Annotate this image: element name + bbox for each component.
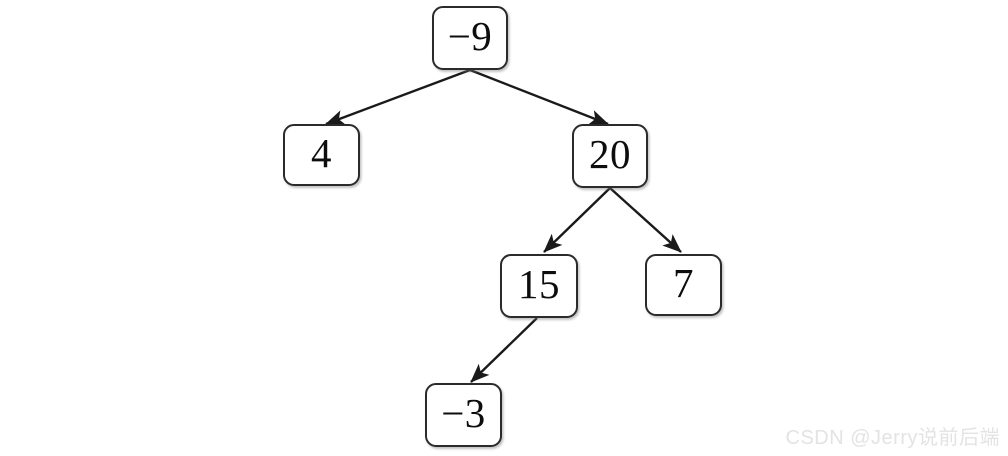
- edge-root-to-left: [325, 68, 471, 126]
- tree-node-label: −9: [447, 13, 493, 59]
- tree-node-label: 15: [518, 261, 560, 307]
- tree-node-label: −3: [441, 390, 486, 436]
- edge-20-to-15: [543, 187, 611, 253]
- tree-node-20: 20: [572, 124, 648, 188]
- tree-node-label: 7: [673, 260, 694, 306]
- tree-edges: [325, 68, 682, 383]
- tree-node-minus3: −3: [425, 383, 502, 447]
- edge-20-to-7: [609, 187, 682, 253]
- tree-node-7: 7: [645, 254, 722, 316]
- tree-node-label: 4: [311, 130, 332, 176]
- csdn-watermark: CSDN @Jerry说前后端: [785, 427, 1000, 449]
- tree-node-label: 20: [589, 131, 631, 177]
- tree-node-4: 4: [283, 124, 360, 186]
- edge-15-to-minus3: [470, 317, 538, 383]
- tree-node-root: −9: [432, 6, 508, 70]
- tree-node-15: 15: [500, 254, 578, 318]
- edge-root-to-right: [469, 68, 609, 126]
